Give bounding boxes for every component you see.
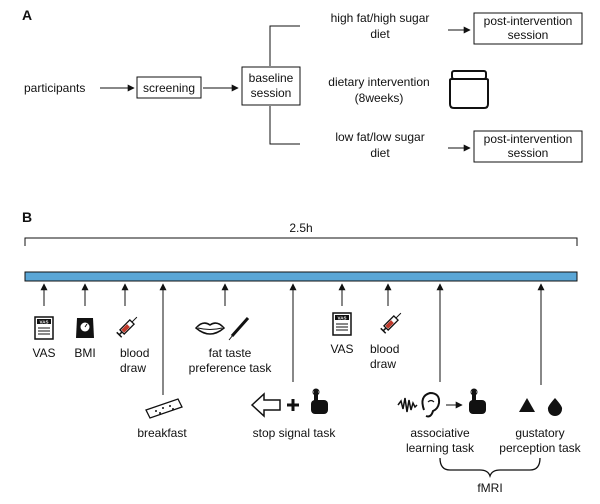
post-bottom-label-1: post-intervention	[484, 132, 573, 146]
baseline-box	[241, 66, 301, 106]
vas-form-icon: VAS	[332, 312, 352, 336]
screening-box	[136, 76, 202, 99]
fmri-brace	[439, 457, 541, 479]
screening-label: screening	[143, 81, 195, 95]
post-top-label-2: session	[508, 28, 549, 42]
gustatory-label-2: perception task	[499, 441, 581, 455]
panel-b-label: B	[22, 209, 32, 225]
associative-label-2: learning task	[406, 441, 475, 455]
pointing-hand-icon	[469, 388, 486, 414]
blood-2-label-1: blood	[370, 342, 399, 356]
low-diet-label-1: low fat/low sugar	[335, 130, 424, 144]
duration-bracket	[24, 237, 578, 246]
bmi-label: BMI	[74, 346, 95, 360]
post-top-box	[473, 12, 583, 45]
high-diet-label-2: diet	[370, 27, 390, 41]
gustatory-label-1: gustatory	[515, 426, 564, 440]
branch-down	[269, 106, 300, 145]
intervention-label-2: (8weeks)	[355, 91, 404, 105]
scale-icon	[76, 318, 94, 338]
triangle-icon	[519, 398, 535, 412]
baseline-label-2: session	[251, 86, 292, 100]
vas-2-label: VAS	[330, 342, 353, 356]
high-diet-label-1: high fat/high sugar	[331, 11, 430, 25]
breakfast-label: breakfast	[137, 426, 187, 440]
vas-form-icon: VAS	[34, 316, 54, 340]
post-bottom-label-2: session	[508, 146, 549, 160]
syringe-icon	[116, 316, 138, 338]
vas-1-label: VAS	[32, 346, 55, 360]
fat-taste-label-2: preference task	[189, 361, 273, 375]
post-bottom-box	[473, 130, 583, 163]
associative-label-1: associative	[410, 426, 470, 440]
panel-b: B 2.5h VAS VAS	[22, 209, 582, 495]
post-top-label-1: post-intervention	[484, 14, 573, 28]
fmri-label: fMRI	[477, 481, 502, 495]
stop-signal-label: stop signal task	[253, 426, 337, 440]
sound-wave-icon	[397, 397, 418, 413]
intervention-label-1: dietary intervention	[328, 75, 429, 89]
low-diet-label-2: diet	[370, 146, 390, 160]
panel-a: A participants screening baseline sessio…	[22, 7, 583, 163]
timeline-bar	[24, 271, 578, 282]
duration-label: 2.5h	[289, 221, 312, 235]
left-arrow-icon	[250, 392, 281, 418]
plus-icon	[287, 399, 299, 411]
participants-label: participants	[24, 81, 85, 95]
fat-taste-label-1: fat taste	[209, 346, 252, 360]
food-jar-icon	[449, 70, 489, 109]
blood-2-label-2: draw	[370, 357, 396, 371]
cereal-bar-icon	[145, 398, 183, 419]
blood-1-label-1: blood	[120, 346, 149, 360]
pipette-icon	[228, 317, 250, 341]
lips-icon	[194, 322, 226, 335]
svg-text:VAS: VAS	[338, 315, 347, 320]
baseline-label-1: baseline	[249, 71, 294, 85]
ear-icon	[421, 391, 441, 418]
svg-text:VAS: VAS	[40, 319, 49, 324]
syringe-icon	[380, 312, 402, 334]
drop-icon	[547, 398, 563, 416]
pointing-hand-icon	[311, 388, 328, 414]
blood-1-label-2: draw	[120, 361, 146, 375]
panel-a-label: A	[22, 7, 32, 23]
branch-up	[269, 25, 300, 66]
